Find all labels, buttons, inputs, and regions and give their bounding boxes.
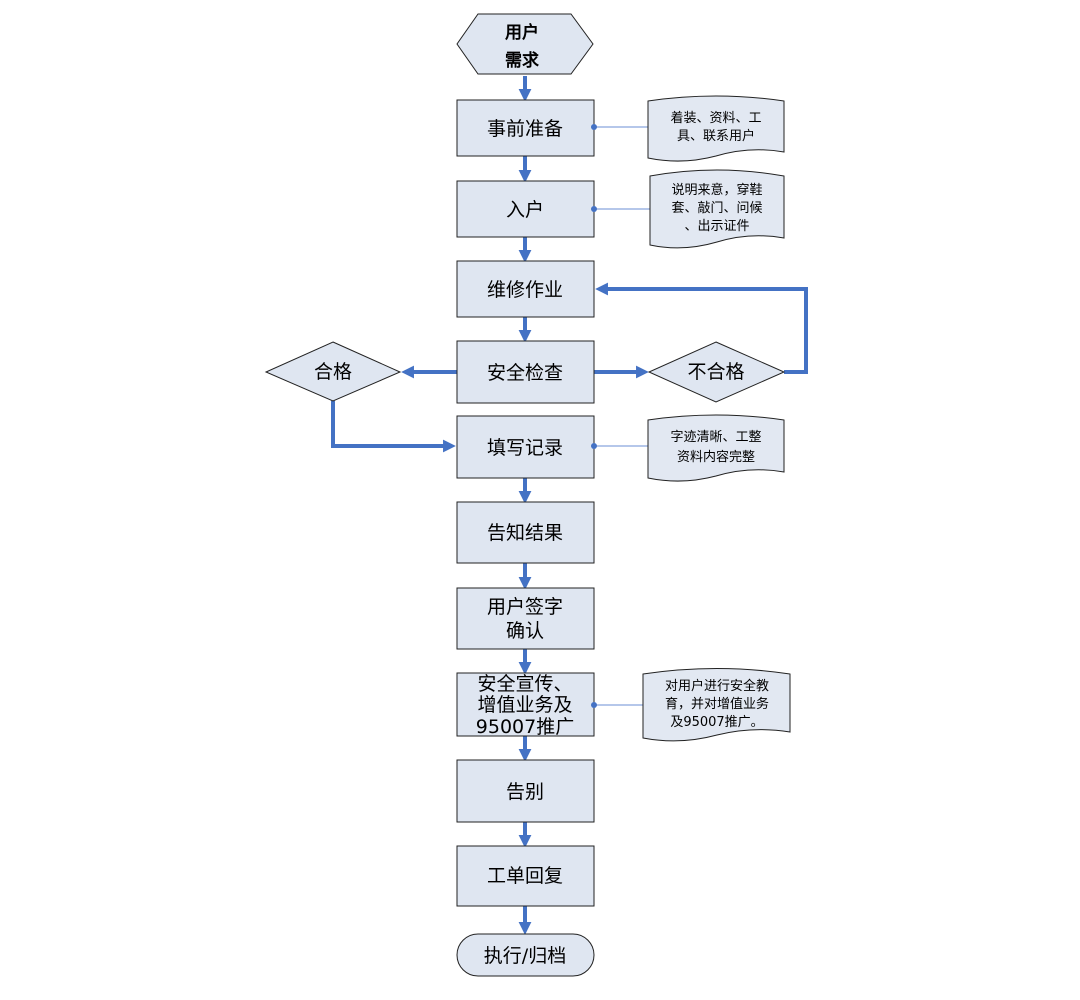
node-enter: 入户 bbox=[456, 180, 595, 238]
node-promo-line1: 安全宣传、 bbox=[477, 673, 572, 695]
note-promo-line3: 及95007推广。 bbox=[670, 715, 763, 730]
node-pass: 合格 bbox=[264, 341, 402, 402]
node-prep-label: 事前准备 bbox=[487, 118, 563, 140]
node-check-label: 安全检查 bbox=[487, 362, 563, 384]
node-record-label: 填写记录 bbox=[487, 437, 563, 459]
note-promo-line1: 对用户进行安全教 bbox=[665, 678, 769, 694]
node-sign-line2: 确认 bbox=[506, 620, 544, 642]
note-prep-line2: 具、联系用户 bbox=[677, 128, 755, 144]
node-bye-label: 告别 bbox=[506, 781, 544, 803]
note-enter: 说明来意，穿鞋 套、敲门、问候 、出示证件 bbox=[591, 169, 785, 249]
node-check: 安全检查 bbox=[456, 340, 595, 404]
node-start: 用户 需求 bbox=[456, 13, 594, 75]
node-end: 执行/归档 bbox=[456, 933, 595, 977]
note-prep-line1: 着装、资料、工 bbox=[670, 110, 761, 126]
node-inform-label: 告知结果 bbox=[487, 522, 563, 544]
node-fail: 不合格 bbox=[647, 341, 786, 403]
node-reply-label: 工单回复 bbox=[487, 865, 563, 887]
note-promo: 对用户进行安全教 育，并对增值业务 及95007推广。 bbox=[591, 668, 791, 742]
node-start-line2: 需求 bbox=[505, 50, 539, 71]
node-bye: 告别 bbox=[456, 759, 595, 823]
node-promo-line3: 95007推广 bbox=[476, 716, 574, 738]
node-sign: 用户签字 确认 bbox=[456, 587, 595, 650]
node-reply: 工单回复 bbox=[456, 845, 595, 907]
arrow-pass-record bbox=[331, 401, 456, 453]
node-sign-line1: 用户签字 bbox=[487, 596, 563, 618]
flow-arrows bbox=[331, 76, 808, 935]
note-enter-line1: 说明来意，穿鞋 bbox=[671, 182, 762, 198]
note-promo-line2: 育，并对增值业务 bbox=[665, 696, 769, 712]
note-enter-line3: 、出示证件 bbox=[684, 219, 749, 234]
node-pass-label: 合格 bbox=[314, 361, 352, 383]
note-record: 字迹清晰、工整 资料内容完整 bbox=[591, 414, 785, 482]
node-promo: 安全宣传、 增值业务及 95007推广 bbox=[456, 672, 595, 738]
node-repair: 维修作业 bbox=[456, 260, 595, 318]
node-end-label: 执行/归档 bbox=[484, 945, 566, 967]
note-record-line1: 字迹清晰、工整 bbox=[670, 430, 761, 445]
node-repair-label: 维修作业 bbox=[487, 279, 563, 301]
node-start-line1: 用户 bbox=[505, 22, 539, 43]
node-promo-line2: 增值业务及 bbox=[477, 694, 572, 716]
arrow-fail-repair bbox=[595, 282, 808, 374]
node-inform: 告知结果 bbox=[456, 501, 595, 564]
node-fail-label: 不合格 bbox=[687, 361, 744, 383]
note-enter-line2: 套、敲门、问候 bbox=[671, 200, 762, 216]
note-record-line2: 资料内容完整 bbox=[677, 449, 755, 465]
note-prep: 着装、资料、工 具、联系用户 bbox=[591, 95, 785, 162]
node-enter-label: 入户 bbox=[506, 199, 544, 221]
node-prep: 事前准备 bbox=[456, 99, 595, 157]
node-record: 填写记录 bbox=[456, 415, 595, 479]
